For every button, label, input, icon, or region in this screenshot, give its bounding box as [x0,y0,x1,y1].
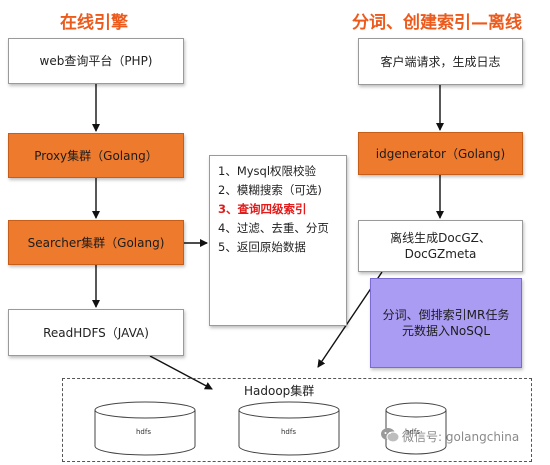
hdfs-disk-3 [385,402,447,455]
hadoop-cluster-frame [62,378,532,462]
hadoop-cluster-label: Hadoop集群 [244,384,315,398]
web-query-platform-box: web查询平台（PHP) [8,38,184,84]
mr-index-box: 分词、倒排索引MR任务 元数据入NoSQL [370,278,522,368]
hdfs-disk-2-label: hdfs [281,428,296,436]
arrow-readhdfs-to-hadoop [149,355,213,390]
mr-index-label-line2: 元数据入NoSQL [401,324,491,338]
mr-index-label-line1: 分词、倒排索引MR任务 [382,308,510,322]
wechat-watermark: 微信号: golangchina [402,430,520,444]
hdfs-disk-1 [94,401,196,456]
searcher-cluster-label: Searcher集群（Golang) [27,235,165,250]
step-item: 4、过滤、去重、分页 [218,221,329,235]
web-query-platform-label: web查询平台（PHP) [39,54,153,68]
proxy-cluster-label: Proxy集群（Golang） [34,148,158,163]
proxy-cluster-box: Proxy集群（Golang） [8,133,184,178]
readhdfs-box: ReadHDFS（JAVA) [8,309,184,356]
client-request-box: 客户端请求，生成日志 [358,38,523,85]
idgenerator-label: idgenerator（Golang) [375,146,506,161]
searcher-cluster-box: Searcher集群（Golang) [8,220,184,265]
idgenerator-box: idgenerator（Golang) [358,132,523,175]
online-engine-title: 在线引擎 [60,13,128,33]
step-item: 5、返回原始数据 [218,240,306,254]
step-item: 2、模糊搜索（可选) [218,183,322,197]
hdfs-disk-2 [238,401,340,456]
docgz-label-line1: 离线生成DocGZ、 [390,231,491,245]
step-item: 1、Mysql权限校验 [218,164,317,178]
wechat-icon [381,428,400,443]
hdfs-disk-3-label: hdfs [405,428,420,436]
docgz-label-line2: DocGZmeta [404,247,477,261]
docgz-box: 离线生成DocGZ、 DocGZmeta [358,220,523,272]
search-steps-box: 1、Mysql权限校验 2、模糊搜索（可选) 3、查询四级索引 4、过滤、去重、… [209,155,347,326]
step-item-highlighted: 3、查询四级索引 [218,202,307,216]
hdfs-disk-1-label: hdfs [136,428,151,436]
offline-index-title: 分词、创建索引—离线 [352,13,522,33]
readhdfs-label: ReadHDFS（JAVA) [43,325,149,340]
client-request-label: 客户端请求，生成日志 [380,54,501,69]
